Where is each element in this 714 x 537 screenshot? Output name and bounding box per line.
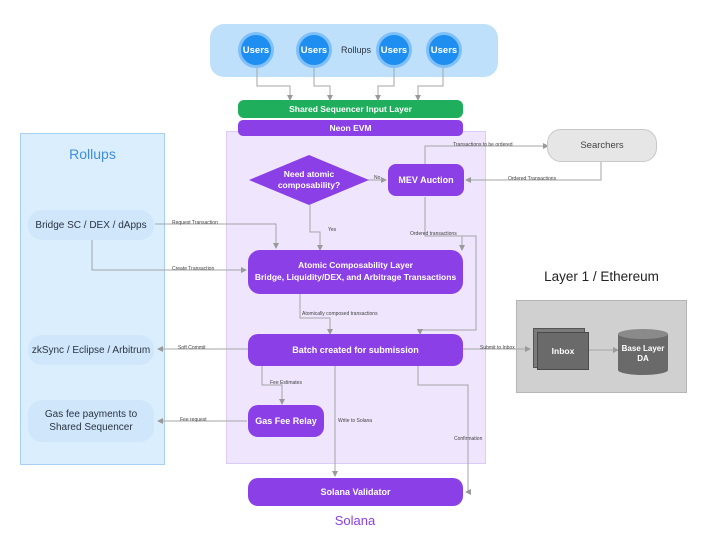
label-write-to-solana: Write to Solana	[338, 418, 373, 424]
user-circle-1: Users	[238, 32, 274, 68]
user-circle-2: Users	[296, 32, 332, 68]
atomic-composability-box: Atomic Composability Layer Bridge, Liqui…	[248, 250, 463, 294]
label-confirmation: Confirmation	[454, 436, 483, 442]
label-create-transaction: Create Transaction	[172, 266, 215, 272]
user-circle-4: Users	[426, 32, 462, 68]
solana-validator-box: Solana Validator	[248, 478, 463, 506]
searchers-box: Searchers	[547, 129, 657, 162]
atomic-subtitle: Bridge, Liquidity/DEX, and Arbitrage Tra…	[254, 272, 457, 282]
shared-sequencer-bar: Shared Sequencer Input Layer	[238, 100, 463, 118]
solana-label: Solana	[334, 512, 376, 528]
label-submit-to-inbox: Submit to Inbox	[480, 345, 515, 351]
label-yes: Yes	[328, 227, 337, 233]
inbox-box: Inbox	[537, 332, 589, 370]
label-soft-commit: Soft Commit	[178, 345, 206, 351]
ethereum-title: Layer 1 / Ethereum	[544, 268, 659, 284]
user-circle-3: Users	[376, 32, 412, 68]
label-ordered-transactions-right: Ordered transactions	[410, 231, 457, 237]
bridge-dex-dapps-box: Bridge SC / DEX / dApps	[28, 210, 154, 240]
mev-auction-box: MEV Auction	[388, 164, 464, 196]
rollups-top-label: Rollups	[340, 45, 371, 55]
base-da-label: Base Layer DA	[621, 343, 665, 363]
label-fee-estimates: Fee Estimates	[270, 380, 302, 386]
label-request-transaction: Request Transaction	[172, 220, 218, 226]
label-atomically-composed: Atomically composed transactions	[302, 311, 378, 317]
label-no: No	[374, 175, 381, 181]
base-da-cylinder	[618, 329, 668, 375]
atomic-title: Atomic Composability Layer	[298, 260, 413, 271]
label-transactions-to-be-ordered: Transactions to be ordered	[453, 142, 513, 148]
label-ordered-transactions-top: Ordered Transactions	[508, 176, 557, 182]
gas-fee-payments-box: Gas fee payments to Shared Sequencer	[28, 400, 154, 442]
decision-label: Need atomic composability?	[277, 168, 341, 190]
gas-fee-relay-box: Gas Fee Relay	[248, 405, 324, 437]
decision-diamond	[249, 155, 369, 205]
neon-evm-bar: Neon EVM	[238, 120, 463, 136]
label-fee-request: Fee request	[180, 417, 207, 423]
batch-box: Batch created for submission	[248, 334, 463, 366]
zksync-eclipse-arbitrum-box: zkSync / Eclipse / Arbitrum	[28, 335, 154, 365]
rollups-panel-title: Rollups	[69, 146, 116, 162]
